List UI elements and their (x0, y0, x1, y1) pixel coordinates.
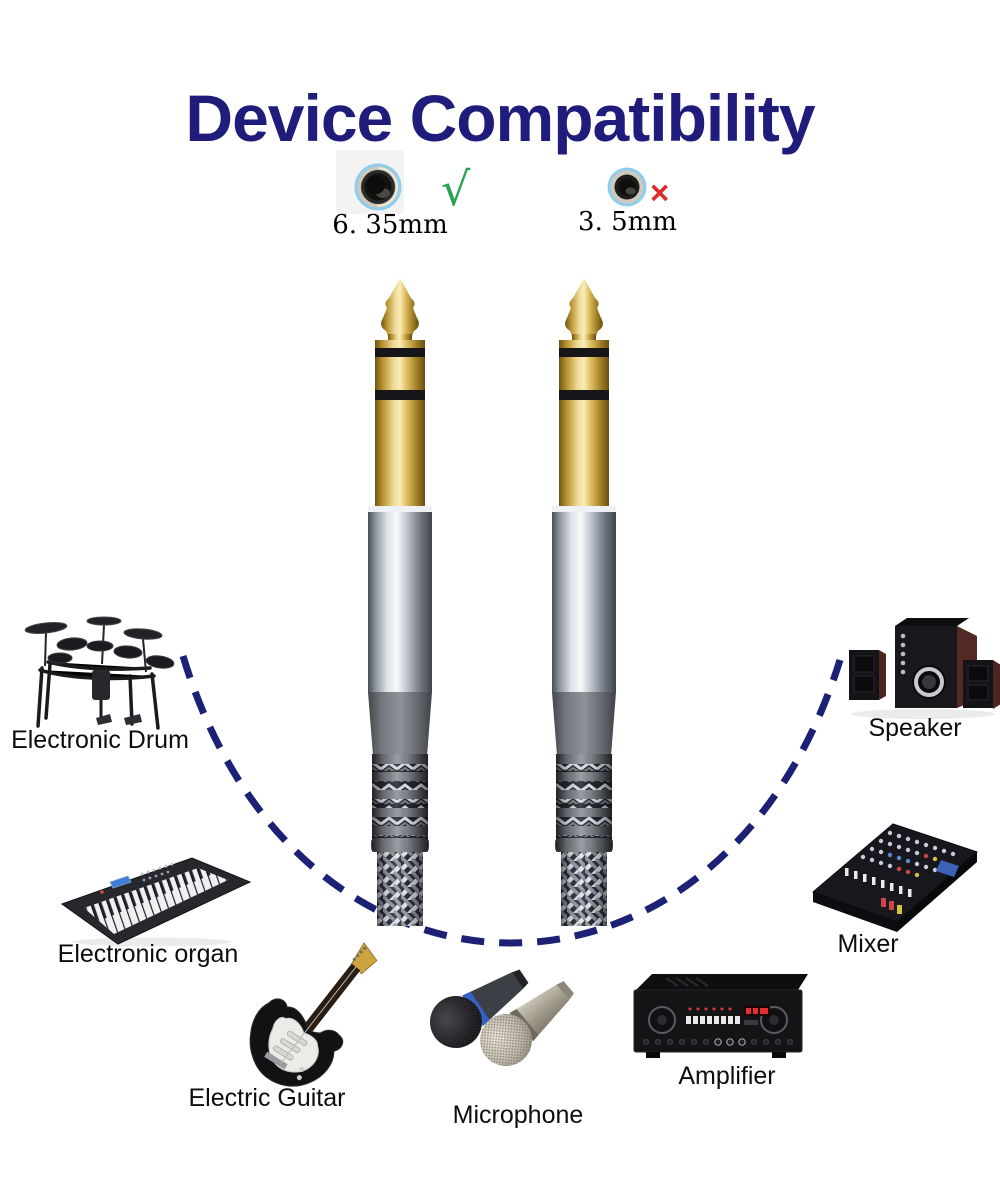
electric-guitar-label: Electric Guitar (188, 1084, 346, 1112)
electronic-drum-label: Electronic Drum (11, 726, 189, 754)
check-icon: √ (441, 162, 471, 216)
electronic-organ-label: Electronic organ (57, 940, 239, 968)
electronic-organ-image (60, 857, 252, 947)
cross-icon: × (650, 174, 670, 211)
jack-6-35mm-socket-icon (354, 163, 402, 211)
jack-3-5mm-label: 3. 5mm (578, 207, 677, 237)
speaker-image (849, 618, 1000, 719)
microphone-image (430, 969, 574, 1066)
page-title: Device Compatibility (185, 81, 815, 156)
electronic-drum-image (24, 616, 175, 730)
electric-guitar-image (249, 942, 378, 1087)
mixer-image (812, 823, 978, 932)
jack-6-35mm-label: 6. 35mm (332, 210, 448, 240)
trs-plug-right (552, 278, 616, 926)
microphone-label: Microphone (452, 1101, 584, 1129)
trs-plug-left (368, 278, 432, 926)
trs-plugs-image (368, 278, 616, 926)
silver-microphone (480, 981, 574, 1066)
amplifier-label: Amplifier (678, 1062, 776, 1090)
mixer-label: Mixer (837, 930, 899, 958)
black-microphone (430, 969, 529, 1048)
jack-3-5mm-socket-icon (607, 167, 647, 207)
speaker-label: Speaker (868, 714, 962, 742)
amplifier-image (633, 974, 808, 1058)
jack-6-35mm-photo-card (336, 150, 404, 214)
